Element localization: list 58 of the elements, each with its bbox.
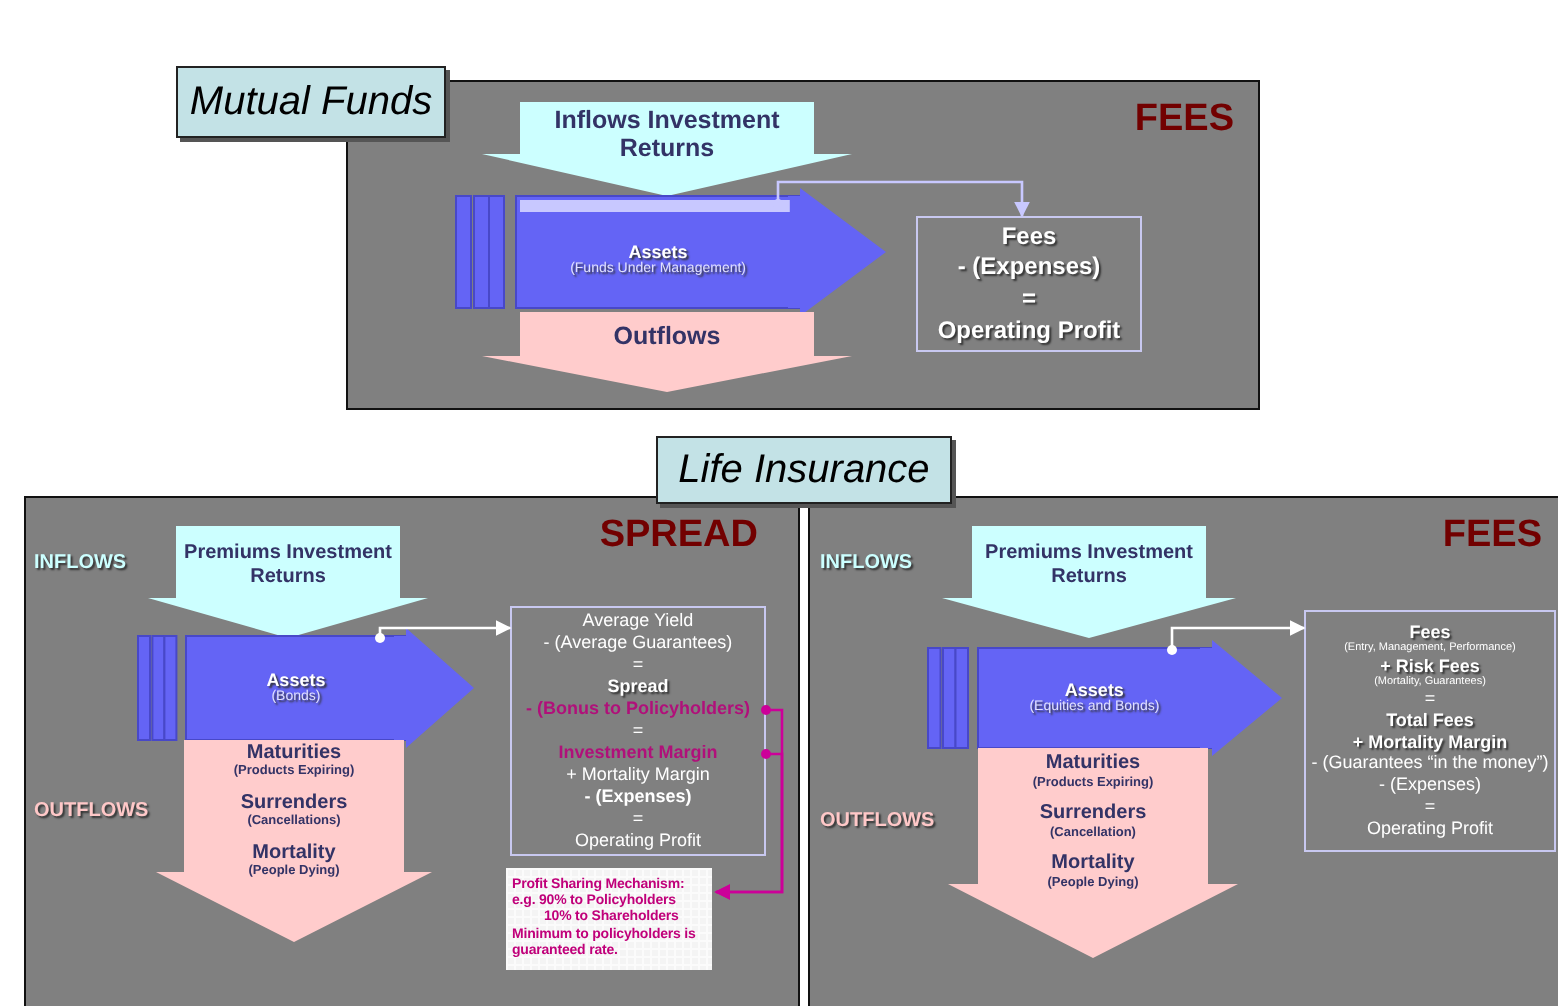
- arrow-label: Premiums Investment Returns: [182, 542, 394, 589]
- outflows-label: OUTFLOWS: [34, 800, 149, 822]
- arrow-label: Inflows Investment Returns: [552, 106, 782, 164]
- formula-line: + Risk Fees: [1380, 655, 1480, 676]
- formula-box: [916, 216, 1142, 352]
- note-box: [506, 868, 712, 970]
- panel-background: [808, 496, 1558, 1006]
- formula-line: Operating Profit: [1366, 817, 1494, 840]
- title-tab: [176, 66, 446, 138]
- outflow-item: Mortality: [1051, 852, 1135, 876]
- formula-line: - (Expenses): [957, 252, 1101, 284]
- formula-line: =: [1021, 284, 1036, 316]
- formula-line: =: [1424, 688, 1436, 710]
- panel-background: [24, 496, 800, 1006]
- asset-label: Assets: [628, 241, 688, 262]
- formula-line: Operating Profit: [937, 315, 1121, 347]
- formula-line: - (Guarantees “in the money”): [1311, 752, 1549, 775]
- formula-line: Fees: [1001, 221, 1057, 253]
- outflow-item: Maturities: [246, 741, 342, 764]
- arrow-label: Outflows: [613, 321, 721, 351]
- connector-arrow: [375, 620, 512, 643]
- formula-line: Operating Profit: [574, 829, 702, 852]
- outflow-item: Surrenders: [240, 791, 348, 814]
- formula-line: =: [632, 807, 644, 830]
- formula-line: Total Fees: [1386, 709, 1474, 732]
- outflow-item: Mortality: [252, 841, 336, 864]
- formula-line: + Mortality Margin: [566, 763, 710, 786]
- outflow-item: Surrenders: [1039, 802, 1147, 826]
- formula-line: =: [1424, 795, 1436, 818]
- inflows-label: INFLOWS: [820, 552, 913, 574]
- formula-line: + Mortality Margin: [1352, 731, 1508, 753]
- formula-line: - (Expenses): [1378, 774, 1482, 796]
- formula-box: [510, 606, 766, 856]
- arrow-label: Premiums Investment Returns: [983, 542, 1195, 589]
- formula-line: =: [632, 720, 644, 742]
- connector-arrow: [1167, 620, 1306, 655]
- asset-label: Assets: [1064, 679, 1124, 700]
- formula-line: Spread: [607, 676, 669, 699]
- asset-label: Assets: [266, 669, 326, 690]
- connector-arrow: [773, 180, 1030, 218]
- inflows-label: INFLOWS: [34, 552, 127, 574]
- formula-line: - (Average Guarantees): [543, 632, 733, 655]
- connector-arrow: [714, 749, 784, 900]
- formula-line: Average Yield: [582, 610, 694, 633]
- formula-line: - (Bonus to Policyholders): [525, 698, 750, 721]
- tab-title: Mutual Funds: [189, 79, 433, 125]
- section-heading: FEES: [1134, 98, 1234, 142]
- tab-title: Life Insurance: [678, 447, 930, 493]
- formula-line: Investment Margin: [558, 741, 718, 764]
- formula-line: - (Expenses): [584, 785, 692, 808]
- outflows-label: OUTFLOWS: [820, 810, 935, 832]
- formula-box: [1304, 610, 1556, 852]
- section-heading: FEES: [1442, 514, 1542, 558]
- title-tab: [656, 436, 952, 504]
- formula-line: =: [632, 654, 644, 677]
- outflow-item: Maturities: [1045, 752, 1141, 776]
- formula-line: Fees: [1409, 622, 1451, 643]
- section-heading: SPREAD: [599, 514, 758, 558]
